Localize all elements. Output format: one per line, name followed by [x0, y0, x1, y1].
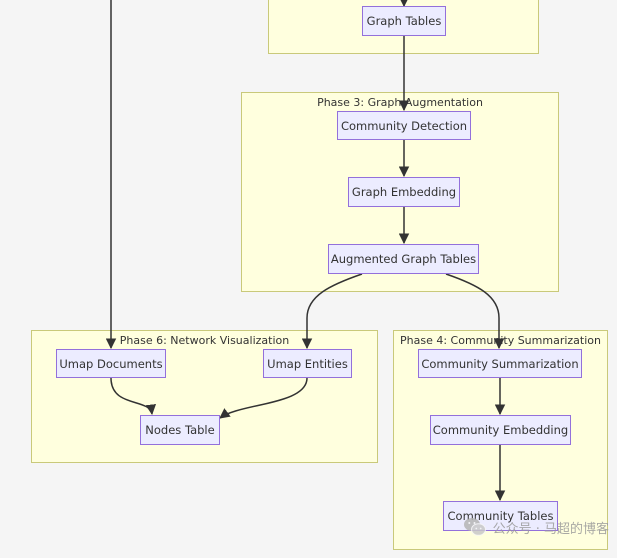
node-community-tables[interactable]: Community Tables — [443, 501, 558, 531]
watermark-text: 公众号 · 马超的博客 — [492, 521, 609, 537]
node-community-summarization[interactable]: Community Summarization — [418, 349, 582, 378]
node-graph-embedding[interactable]: Graph Embedding — [348, 177, 460, 207]
watermark: 公众号 · 马超的博客 — [463, 516, 609, 538]
wechat-icon — [463, 518, 486, 536]
node-augmented-graph-tables[interactable]: Augmented Graph Tables — [328, 244, 479, 274]
cluster-phase6-label: Phase 6: Network Visualization — [119, 334, 290, 347]
cluster-phase4-label: Phase 4: Community Summarization — [400, 334, 601, 347]
node-community-embedding[interactable]: Community Embedding — [430, 415, 571, 445]
cluster-phase3-label: Phase 3: Graph Augmentation — [317, 96, 483, 109]
node-nodes-table[interactable]: Nodes Table — [140, 415, 220, 445]
node-community-detection[interactable]: Community Detection — [337, 111, 471, 140]
node-graph-tables[interactable]: Graph Tables — [362, 6, 446, 36]
node-umap-entities[interactable]: Umap Entities — [263, 349, 352, 378]
node-umap-documents[interactable]: Umap Documents — [56, 349, 166, 378]
